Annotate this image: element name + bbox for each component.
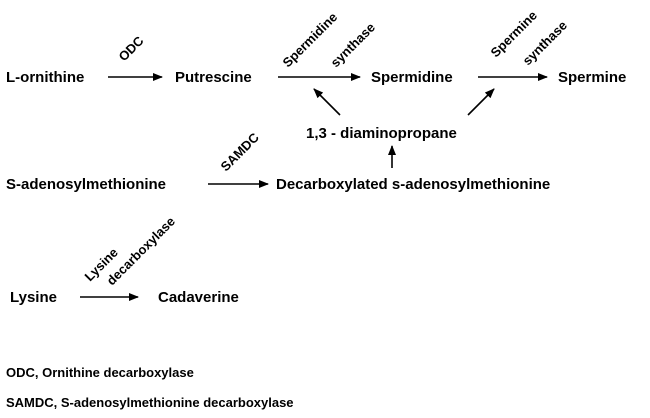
- node-cadaverine: Cadaverine: [158, 289, 239, 306]
- legend-odc: ODC, Ornithine decarboxylase: [6, 365, 194, 380]
- arrow-diaminopropane-to-spermidine-synthesis: [313, 88, 341, 116]
- node-putrescine: Putrescine: [175, 69, 252, 86]
- node-ornithine: L-ornithine: [6, 69, 84, 86]
- enzyme-spermidine-synthase-line2: synthase: [328, 20, 378, 70]
- legend-samdc: SAMDC, S-adenosylmethionine decarboxylas…: [6, 395, 294, 410]
- node-spermine: Spermine: [558, 69, 626, 86]
- node-lysine: Lysine: [10, 289, 57, 306]
- node-spermidine: Spermidine: [371, 69, 453, 86]
- node-diaminopropane: 1,3 - diaminopropane: [306, 125, 457, 142]
- enzyme-odc: ODC: [116, 33, 147, 64]
- enzyme-samdc: SAMDC: [218, 129, 263, 174]
- arrow-diaminopropane-to-spermine-synthesis: [467, 88, 495, 116]
- node-s-adenosylmethionine: S-adenosylmethionine: [6, 176, 166, 193]
- node-decarboxylated-sam: Decarboxylated s-adenosylmethionine: [276, 176, 550, 193]
